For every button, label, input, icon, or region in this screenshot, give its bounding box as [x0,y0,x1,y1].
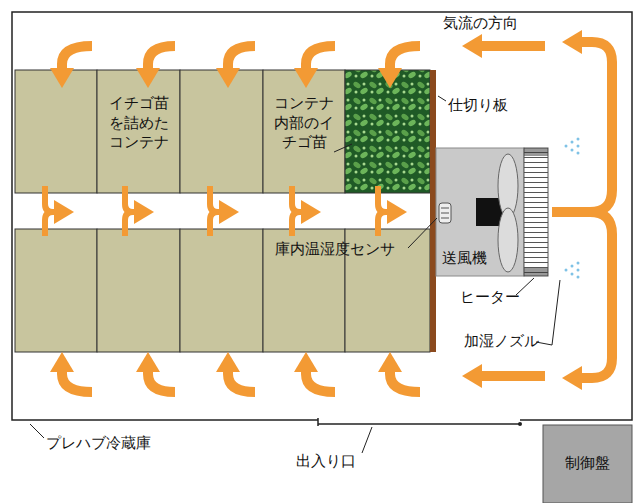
node-text: イチゴ苗を詰めたコンテナ [106,94,172,153]
airflow-arrow [62,42,612,392]
door-gap [318,419,520,422]
fan-blade [498,208,518,272]
container-row [15,70,430,193]
door-label: 出入り口 [296,452,356,470]
room-wall [12,12,632,420]
container-box: コンテナ内部のイチゴ苗 [263,70,345,193]
partition-label: 仕切り板 [448,96,508,114]
aisle-arrow [45,186,391,236]
airflow-label: 気流の方向 [443,14,518,32]
container-row [15,229,430,352]
partition-plate [430,70,436,352]
container-box: イチゴ苗を詰めたコンテナ [97,70,180,193]
node-text: 制御盤 [558,454,618,474]
node-text: コンテナ内部のイチゴ苗 [271,94,337,153]
fan-box: 送風機 [436,148,496,276]
door-jamb [317,418,319,426]
node-text: 送風機 [442,249,494,269]
heater-label: ヒーター [460,288,520,306]
fan-unit [436,148,524,276]
room-label: プレハブ冷蔵庫 [46,434,151,452]
nozzle-label: 加湿ノズル [464,332,539,350]
heater [524,148,548,276]
sensor [439,203,451,223]
sensor-label: 庫内温湿度センサ [275,240,395,258]
control-panel-box: 制御盤 [543,425,632,503]
door-hinge [518,422,522,426]
control-panel [543,425,632,503]
door [318,423,520,425]
